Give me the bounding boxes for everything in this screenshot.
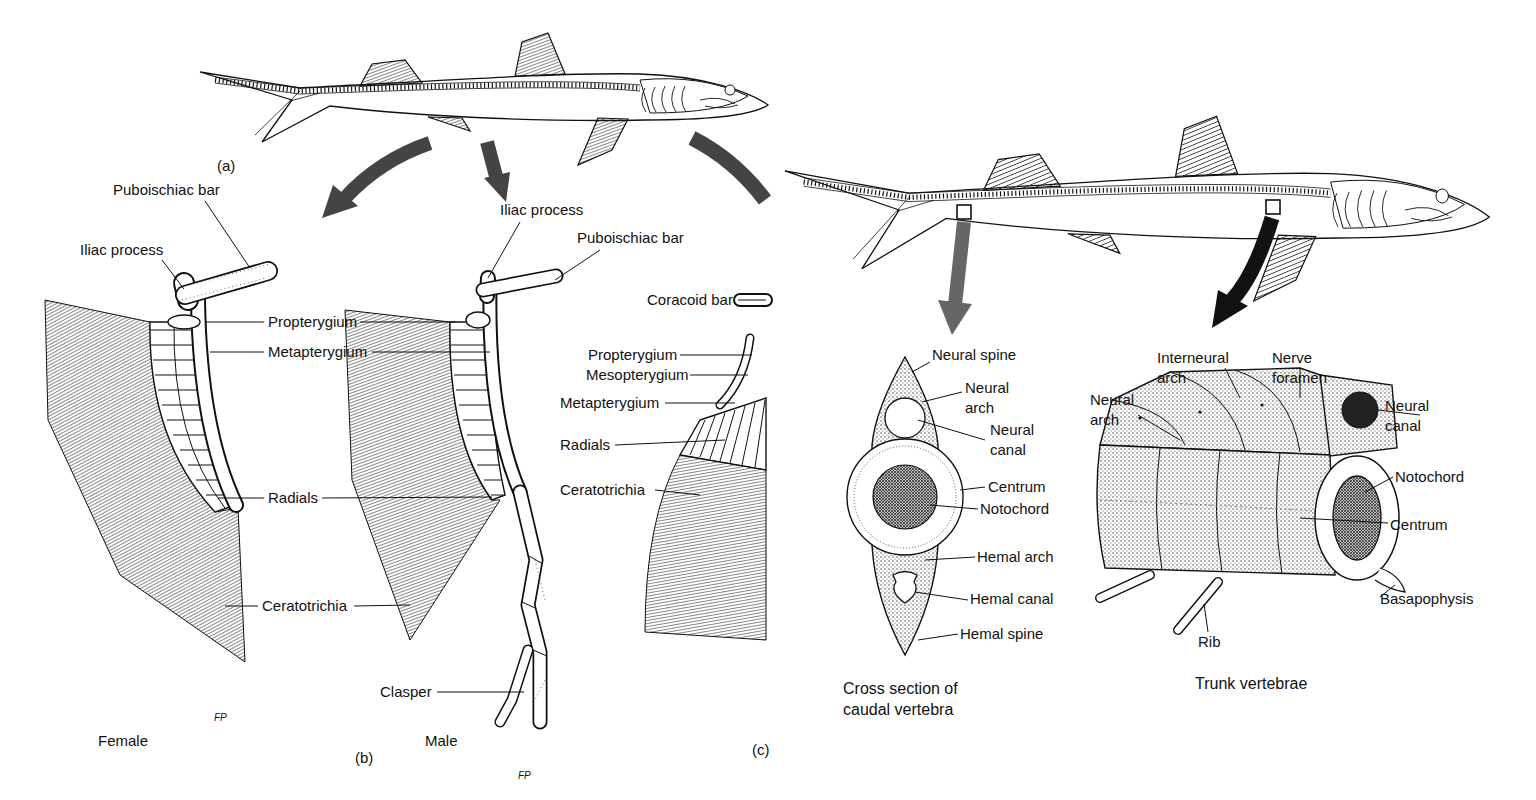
part-label: Cross section of caudal vertebra	[843, 678, 983, 720]
part-label: Clasper	[380, 682, 432, 702]
part-label: Propterygium	[588, 345, 677, 365]
part-label: Ceratotrichia	[262, 596, 347, 616]
part-label: Neural arch	[1090, 390, 1150, 430]
part-label: Neural spine	[932, 345, 1016, 365]
part-label: Radials	[268, 488, 318, 508]
part-label: Metapterygium	[560, 393, 659, 413]
part-label: Centrum	[988, 477, 1046, 497]
part-label: Notochord	[980, 499, 1049, 519]
part-label: Neural canal	[990, 420, 1050, 460]
part-label: Hemal canal	[970, 589, 1053, 609]
part-label: Hemal arch	[977, 547, 1054, 567]
part-label: (b)	[355, 748, 373, 768]
part-label: FP	[518, 770, 531, 782]
part-label: Rib	[1198, 632, 1221, 652]
part-label: Hemal spine	[960, 624, 1043, 644]
part-label: Neural canal	[1385, 396, 1445, 436]
part-label: (c)	[752, 740, 770, 760]
part-label: Radials	[560, 435, 610, 455]
part-label: Propterygium	[268, 312, 357, 332]
part-label: Iliac process	[500, 200, 583, 220]
part-label: Notochord	[1395, 467, 1464, 487]
part-label: Puboischiac bar	[113, 180, 220, 200]
part-label: (a)	[217, 156, 235, 176]
part-label: Female	[98, 731, 148, 751]
part-label: Centrum	[1390, 515, 1448, 535]
part-label: Trunk vertebrae	[1195, 673, 1307, 694]
part-label: FP	[214, 712, 227, 724]
part-label: Interneural arch	[1157, 348, 1247, 388]
part-label: Basapophysis	[1380, 589, 1473, 609]
part-label: Mesopterygium	[586, 365, 689, 385]
part-label: Coracoid bar	[647, 290, 733, 310]
part-label: Puboischiac bar	[577, 228, 684, 248]
part-label: Metapterygium	[268, 342, 367, 362]
part-label: Ceratotrichia	[560, 480, 645, 500]
part-label: Nerve foramen	[1272, 348, 1344, 388]
part-label: Neural arch	[965, 378, 1025, 418]
part-label: Male	[425, 731, 458, 751]
part-label: Iliac process	[80, 240, 163, 260]
